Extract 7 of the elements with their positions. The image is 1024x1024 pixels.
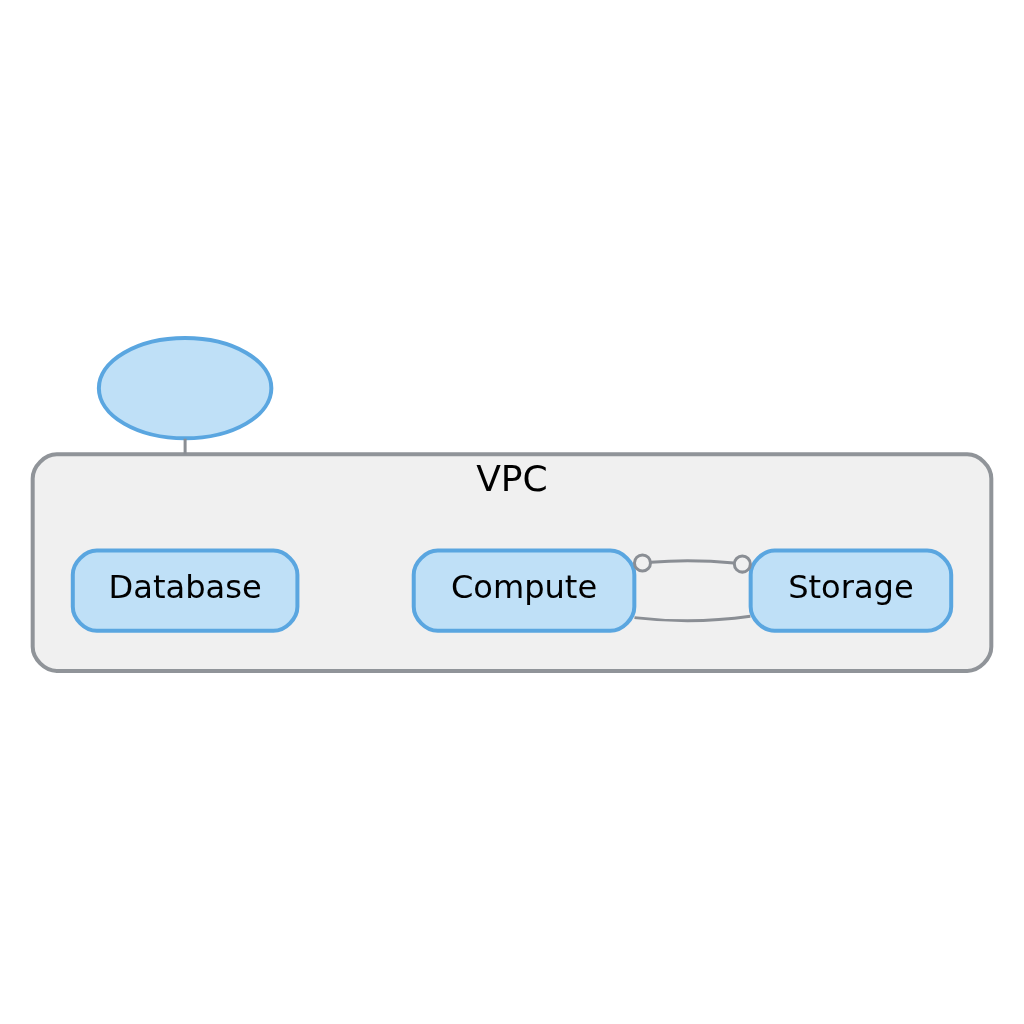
- connector: [183, 438, 187, 454]
- node-box: Database: [70, 548, 300, 633]
- connector: [634, 614, 751, 622]
- node-box: Compute: [411, 548, 637, 633]
- connector: [632, 552, 752, 574]
- node-cloud: [96, 335, 274, 440]
- node-box: Storage: [748, 548, 954, 633]
